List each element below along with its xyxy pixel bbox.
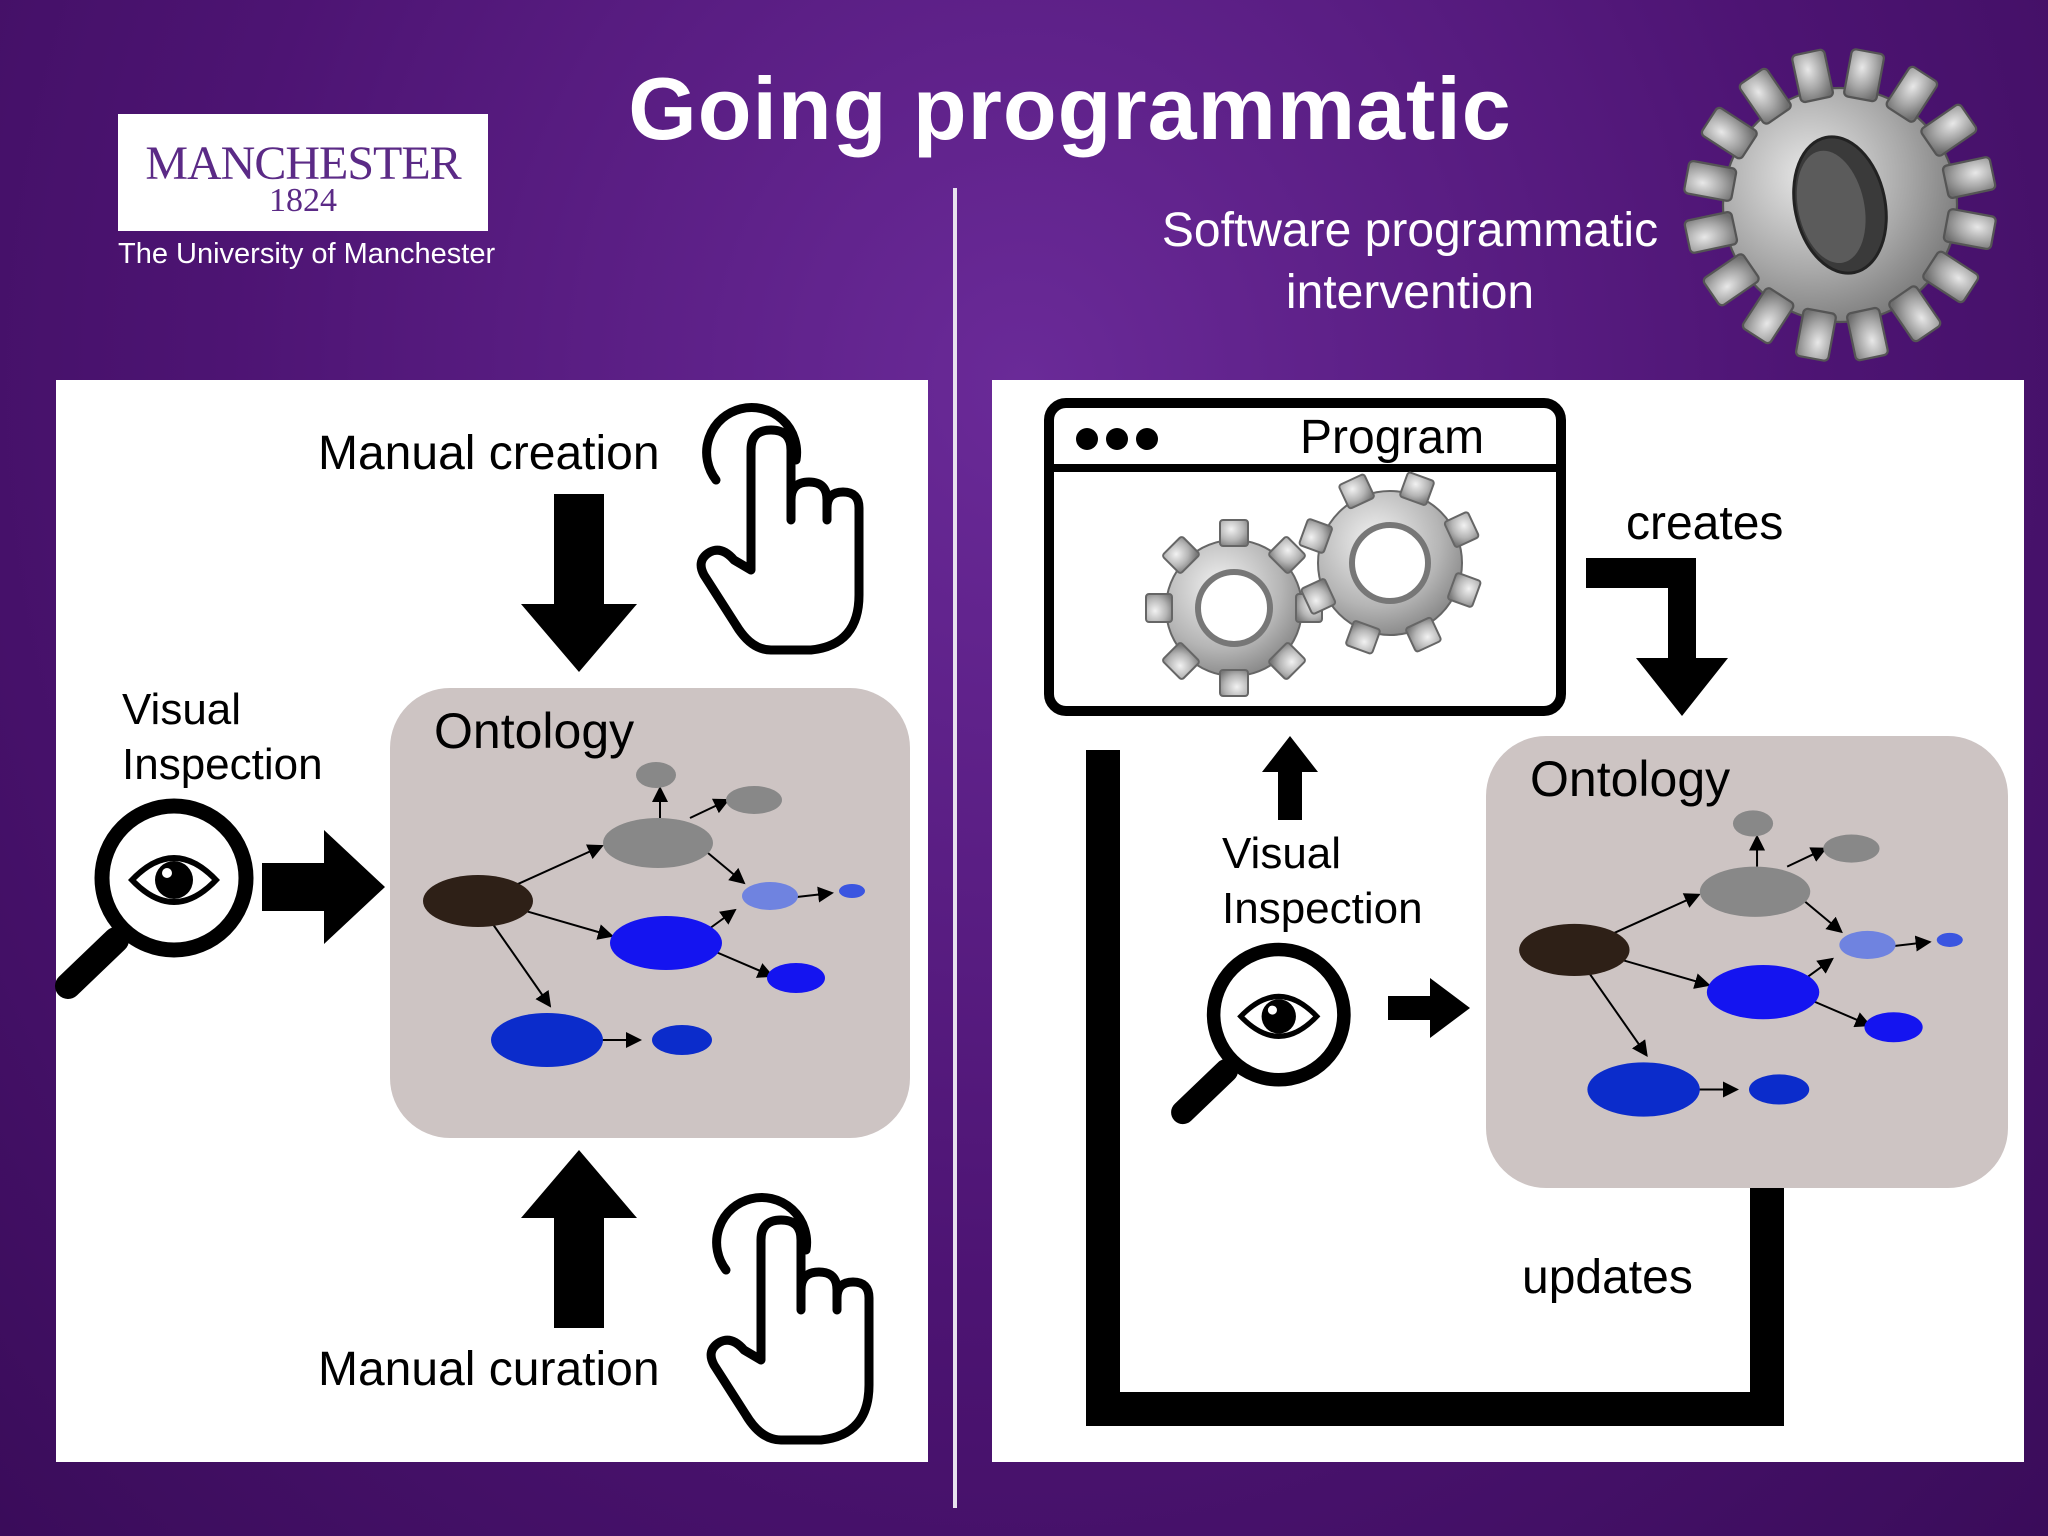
logo-year: 1824 [269,182,337,219]
program-label: Program [1300,411,1485,464]
hand-pointer-icon [696,403,864,655]
visual-line-2: Inspection [1222,884,1423,933]
university-logo: MANCHESTER 1824 [118,114,488,231]
right-arrow-icon [262,830,385,944]
updates-label: updates [1522,1251,1693,1304]
subtitle-line-2: intervention [1285,266,1535,319]
ontology-graph [1519,810,1963,1117]
ontology-box: Ontology [390,688,910,1138]
visual-line-2: Inspection [122,740,323,789]
logo-subtitle: The University of Manchester [118,238,496,270]
manual-creation-label: Manual creation [318,427,660,480]
window-dot [1106,428,1128,450]
ontology-label: Ontology [434,703,635,759]
manual-curation-label: Manual curation [318,1343,660,1396]
ontology-label: Ontology [1530,751,1731,807]
slide-title: Going programmatic [628,59,1512,158]
gear-icon [1683,48,1997,362]
down-arrow-icon [521,494,637,672]
up-arrow-icon [1262,736,1318,820]
magnifier-eye-icon [1171,942,1351,1125]
gears-icon [1145,471,1482,697]
right-arrow-icon [1388,978,1470,1038]
ontology-graph [423,762,865,1067]
manual-workflow-panel: Manual creation Visual Inspection Ontolo… [55,380,928,1462]
slide-subtitle: Software programmatic intervention [1130,200,1690,324]
ontology-box: Ontology [1486,736,2008,1188]
hand-pointer-icon [706,1193,874,1445]
window-dot [1076,428,1098,450]
logo-name: MANCHESTER [145,137,461,190]
magnifier-eye-icon [55,798,254,999]
visual-inspection-label: Visual Inspection [122,682,323,792]
creates-label: creates [1626,497,1784,550]
subtitle-line-1: Software programmatic [1161,204,1659,257]
visual-line-1: Visual [122,685,242,734]
divider [953,188,957,1508]
window-titlebar-divider [1054,464,1556,472]
visual-line-1: Visual [1222,829,1342,878]
creates-arrow-icon [1586,558,1728,716]
up-arrow-icon [521,1150,637,1328]
program-window: Program [1044,398,1566,716]
window-dot [1136,428,1158,450]
visual-inspection-label: Visual Inspection [1222,826,1423,936]
programmatic-workflow-panel: Program [992,380,2024,1462]
